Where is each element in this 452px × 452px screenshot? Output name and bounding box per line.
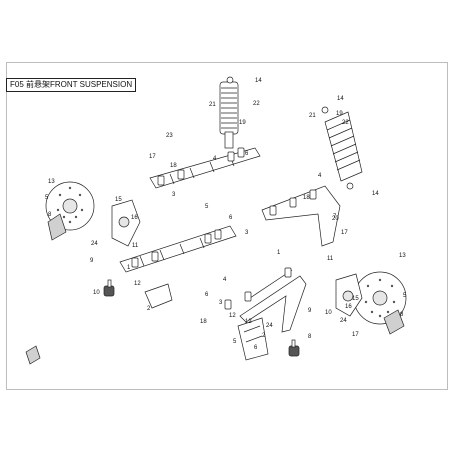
callout-label: 8 [48,212,52,218]
callout-label: 5 [403,293,407,299]
pivot-bushings [131,147,317,310]
left-caliper [47,213,67,241]
right-bracket [237,317,269,361]
right-steering-knuckle [335,273,363,317]
callout-label: 23 [166,133,173,139]
callout-label: 10 [325,310,332,316]
callout-label: 18 [170,163,177,169]
left-shock-absorber [219,76,239,149]
callout-label: 20 [332,216,339,222]
callout-label: 10 [93,290,100,296]
callout-label: 12 [245,319,252,325]
left-ball-joint [103,279,115,297]
callout-label: 5 [205,204,209,210]
callout-label: 22 [342,120,349,126]
callout-label: 14 [255,78,262,84]
callout-label: 24 [91,241,98,247]
page-title: F05 前悬架FRONT SUSPENSION [6,78,137,92]
callout-label: 19 [336,111,343,117]
upper-right-a-arm [261,185,341,247]
callout-label: 6 [205,292,209,298]
callout-label: 12 [229,313,236,319]
callout-label: 5 [233,339,237,345]
left-steering-knuckle [111,199,141,247]
callout-label: 19 [239,120,246,126]
callout-label: 4 [318,173,322,179]
callout-label: 17 [149,154,156,160]
callout-label: 11 [327,256,334,262]
callout-label: 4 [213,156,217,162]
callout-label: 9 [308,308,312,314]
left-bracket [144,283,173,309]
callout-label: 13 [399,253,406,259]
callout-label: 16 [131,215,138,221]
callout-label: 7 [333,214,337,220]
callout-label: 21 [309,113,316,119]
callout-label: 3 [219,300,223,306]
callout-label: 18 [303,195,310,201]
callout-label: 9 [90,258,94,264]
callout-label: 22 [253,101,260,107]
frame-clip-icon [25,345,41,365]
callout-label: 24 [266,323,273,329]
right-ball-joint [288,339,300,357]
callout-label: 24 [340,318,347,324]
callout-label: 13 [48,179,55,185]
right-caliper [383,309,405,335]
callout-label: 1 [277,250,281,256]
callout-label: 8 [308,334,312,340]
callout-label: 1 [127,265,131,271]
right-shock-absorber [321,106,363,190]
callout-label: 16 [345,304,352,310]
callout-label: 2 [147,306,151,312]
callout-label: 4 [223,277,227,283]
callout-label: 6 [254,345,258,351]
callout-label: 8 [400,312,404,318]
callout-label: 14 [337,96,344,102]
callout-label: 17 [352,332,359,338]
callout-label: 6 [245,151,249,157]
callout-label: 6 [229,215,233,221]
callout-label: 5 [45,195,49,201]
callout-label: 15 [352,296,359,302]
callout-label: 18 [200,319,207,325]
callout-label: 3 [245,230,249,236]
callout-label: 21 [209,102,216,108]
callout-label: 2 [262,333,266,339]
callout-label: 3 [172,192,176,198]
callout-label: 15 [115,197,122,203]
callout-label: 14 [372,191,379,197]
callout-label: 11 [132,243,139,249]
right-brake-disc [353,271,407,325]
callout-label: 12 [134,281,141,287]
callout-label: 17 [341,230,348,236]
